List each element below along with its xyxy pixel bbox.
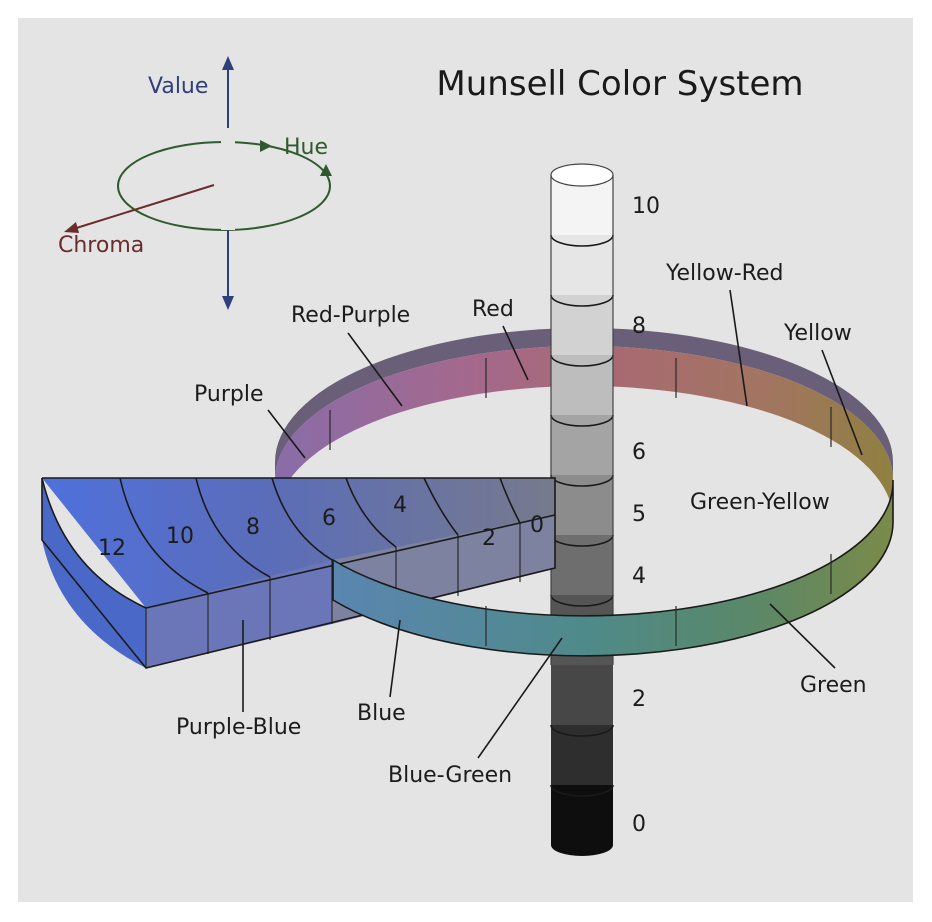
- value-column-lower: [550, 665, 614, 856]
- chroma-tick-6: 6: [322, 506, 336, 531]
- value-scale: 10 8 6 5 4 2 0: [632, 194, 660, 837]
- hue-label-green: Green: [800, 673, 867, 698]
- hue-label-blue: Blue: [357, 701, 406, 726]
- hue-ring-front: [332, 479, 894, 657]
- chroma-tick-12: 12: [98, 536, 126, 561]
- value-tick-4: 4: [632, 564, 646, 589]
- value-axis-label: Value: [148, 74, 208, 99]
- chroma-arrow-icon: [64, 222, 79, 233]
- chroma-tick-10: 10: [166, 524, 194, 549]
- hue-ring-back: [275, 328, 893, 520]
- chroma-axis-line: [69, 184, 215, 231]
- chroma-tick-8: 8: [246, 515, 260, 540]
- chroma-slab: [41, 477, 556, 669]
- value-tick-6: 6: [632, 440, 646, 465]
- chroma-tick-4: 4: [393, 493, 407, 518]
- chroma-tick-2: 2: [482, 526, 496, 551]
- hue-label-yellow-red: Yellow-Red: [665, 261, 783, 286]
- hue-label-green-yellow: Green-Yellow: [690, 490, 830, 515]
- value-tick-8: 8: [632, 314, 646, 339]
- hue-label-red: Red: [472, 297, 514, 322]
- diagram-background: [18, 18, 913, 902]
- chroma-tick-0: 0: [530, 513, 544, 538]
- chroma-scale: 12 10 8 6 4 2 0: [98, 493, 544, 561]
- hue-labels: Red Yellow-Red Yellow Green-Yellow Green…: [176, 261, 867, 788]
- diagram-title: Munsell Color System: [436, 64, 803, 104]
- value-tick-5: 5: [632, 502, 646, 527]
- axis-legend: Value Hue Chroma: [58, 56, 332, 310]
- hue-arrow-2-icon: [320, 164, 332, 176]
- chroma-axis-label: Chroma: [58, 233, 144, 258]
- hue-label-red-purple: Red-Purple: [291, 303, 410, 328]
- value-tick-2: 2: [632, 687, 646, 712]
- value-tick-10: 10: [632, 194, 660, 219]
- value-column: [550, 163, 614, 675]
- hue-arrow-icon: [260, 140, 272, 152]
- hue-label-purple: Purple: [194, 382, 263, 407]
- hue-axis-label: Hue: [284, 135, 328, 160]
- value-tick-0: 0: [632, 812, 646, 837]
- hue-label-blue-green: Blue-Green: [388, 763, 512, 788]
- hue-label-yellow: Yellow: [783, 321, 852, 346]
- hue-label-purple-blue: Purple-Blue: [176, 715, 301, 740]
